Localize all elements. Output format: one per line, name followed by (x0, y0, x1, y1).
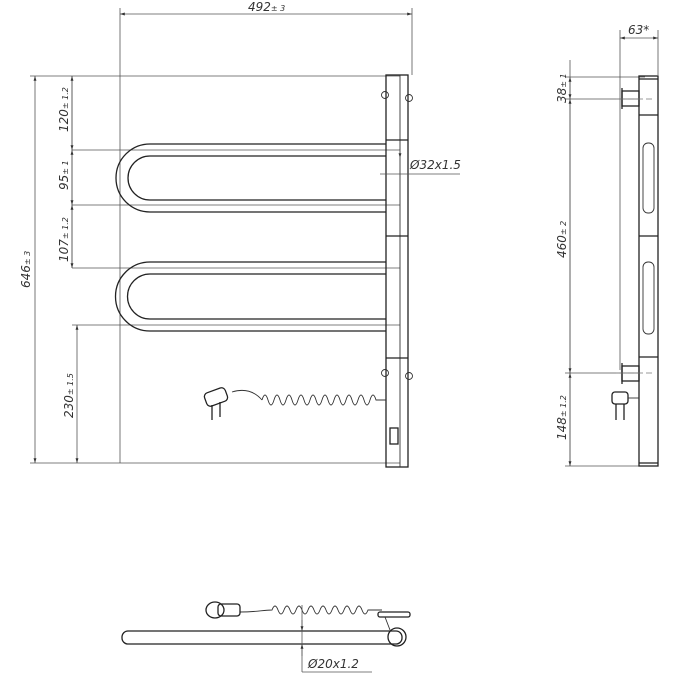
upper-u-rail (115, 143, 386, 213)
top-wall-mount (621, 90, 640, 107)
switch (389, 427, 399, 445)
bottom-mount-label: 148± 1.2 (555, 395, 569, 440)
side-view: 63* 38± 1 460± 2 148± 1.2 (555, 23, 659, 467)
lower-u-rail (114, 261, 386, 332)
rail-top-view (121, 630, 403, 645)
top-pipe-label: Ø20x1.2 (307, 657, 359, 671)
side-riser (638, 75, 659, 467)
upper-gap-label: 95± 1 (57, 160, 71, 190)
width-dimension-label: 492± 3 (248, 0, 285, 14)
coiled-cable (231, 389, 386, 406)
side-plug-icon (611, 391, 639, 420)
top-coiled-cable (239, 605, 382, 615)
bottom-wall-mount (621, 365, 640, 382)
plug-icon (203, 387, 229, 420)
bottom-offset-label: 230± 1.5 (62, 373, 76, 418)
mount-spacing-label: 460± 2 (555, 221, 569, 258)
top-mount-label: 38± 1 (555, 73, 569, 103)
top-offset-label: 120± 1.2 (57, 87, 71, 132)
top-view: Ø20x1.2 (121, 601, 411, 673)
front-view: 492± 3 646± 3 120± 1.2 95± 1 107± 1.2 23… (19, 0, 461, 468)
top-plug-icon (205, 601, 241, 619)
between-gap-label: 107± 1.2 (57, 217, 71, 262)
rail-pipe-label: Ø32x1.5 (409, 158, 461, 172)
height-dimension-label: 646± 3 (19, 251, 33, 288)
vertical-riser (385, 74, 409, 468)
depth-label: 63* (628, 23, 649, 37)
mount-bracket (381, 91, 389, 99)
